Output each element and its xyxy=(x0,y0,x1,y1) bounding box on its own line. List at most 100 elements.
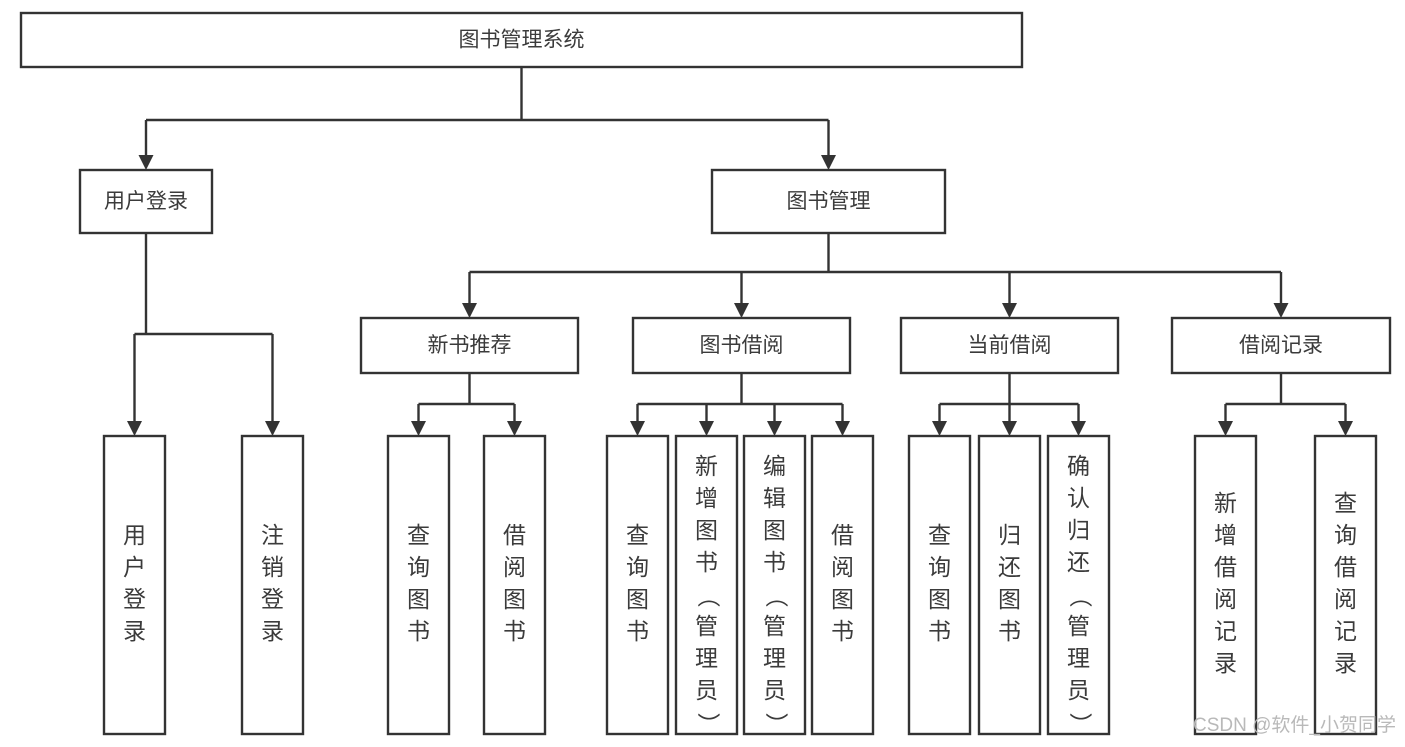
leaf-node-current_borrow-0-char: 询 xyxy=(928,554,951,580)
node-user-login-rect xyxy=(78,168,214,235)
leaf-node-borrow_record-1-rect xyxy=(1313,434,1378,736)
leaf-node-book_borrow-2-char: （ xyxy=(763,585,789,608)
leaf-node-current_borrow-2-char: 认 xyxy=(1067,485,1090,511)
leaf-node-current_borrow-1-char: 还 xyxy=(998,554,1021,580)
leaf-node-book_borrow-1-char: 图 xyxy=(695,517,718,543)
leaf-node-borrow_record-1-char: 阅 xyxy=(1334,586,1357,612)
leaf-node-book_borrow-1-char: 管 xyxy=(695,613,718,639)
leaf-node-book_borrow-1-char: 员 xyxy=(695,677,718,703)
leaf-node-borrow_record-1-char: 询 xyxy=(1334,522,1357,548)
leaf-node-book_borrow-2-char: 图 xyxy=(763,517,786,543)
arrow-head xyxy=(699,421,714,436)
arrow-head xyxy=(138,155,154,170)
leaf-node-current_borrow-1-char: 归 xyxy=(998,522,1021,548)
leaf-node-current_borrow-2-char: 管 xyxy=(1067,613,1090,639)
arrow-head xyxy=(1071,421,1086,436)
leaf-node-new_book_recommend-0-char: 查 xyxy=(407,522,430,548)
leaf-node-user_login-1-char: 注 xyxy=(261,522,284,548)
arrow-head xyxy=(265,421,280,436)
connectors-layer xyxy=(127,67,1353,436)
leaf-node-user_login-0: 用户登录 xyxy=(102,434,167,736)
leaf-node-book_borrow-1-rect xyxy=(674,434,739,736)
leaf-node-book_borrow-0-char: 书 xyxy=(626,618,649,644)
node-book-management: 图书管理 xyxy=(710,168,947,235)
leaf-node-new_book_recommend-1-rect xyxy=(482,434,547,736)
leaf-node-current_borrow-2-char: ） xyxy=(1067,713,1093,736)
leaf-node-book_borrow-2-char: 理 xyxy=(763,645,786,671)
node-l3-book_borrow-label: 图书借阅 xyxy=(700,334,784,357)
leaf-node-current_borrow-0-rect xyxy=(907,434,972,736)
leaf-node-book_borrow-1-char: 书 xyxy=(695,549,718,575)
leaf-node-book_borrow-1-char: （ xyxy=(695,585,721,608)
node-l3-borrow_record: 借阅记录 xyxy=(1170,316,1392,375)
node-book-management-label: 图书管理 xyxy=(787,190,871,213)
leaf-node-new_book_recommend-0-char: 书 xyxy=(407,618,430,644)
leaf-node-new_book_recommend-1-char: 图 xyxy=(503,586,526,612)
node-l3-new_book_recommend-label: 新书推荐 xyxy=(428,334,512,357)
leaf-node-current_borrow-2-rect xyxy=(1046,434,1111,736)
leaf-node-book_borrow-3-char: 图 xyxy=(831,586,854,612)
leaf-node-user_login-0-rect xyxy=(102,434,167,736)
leaf-node-current_borrow-2-char: 理 xyxy=(1067,645,1090,671)
leaf-node-new_book_recommend-0-rect xyxy=(386,434,451,736)
leaf-node-borrow_record-0-char: 阅 xyxy=(1214,586,1237,612)
leaf-node-current_borrow-1-char: 书 xyxy=(998,618,1021,644)
arrow-head xyxy=(127,421,142,436)
leaf-node-user_login-1-char: 录 xyxy=(261,618,284,644)
arrow-head xyxy=(1218,421,1233,436)
leaf-node-book_borrow-0-char: 询 xyxy=(626,554,649,580)
arrow-head xyxy=(507,421,522,436)
leaf-node-current_borrow-2-char: （ xyxy=(1067,585,1093,608)
root-node-book-management-system-rect xyxy=(19,11,1024,69)
leaf-node-current_borrow-0-char: 查 xyxy=(928,522,951,548)
arrow-head xyxy=(932,421,947,436)
node-user-login-label: 用户登录 xyxy=(104,190,188,213)
node-l3-current_borrow: 当前借阅 xyxy=(899,316,1120,375)
node-l3-current_borrow-rect xyxy=(899,316,1120,375)
arrow-head xyxy=(1338,421,1353,436)
node-l3-borrow_record-rect xyxy=(1170,316,1392,375)
node-l3-book_borrow-rect xyxy=(631,316,852,375)
leaf-node-borrow_record-1-char: 查 xyxy=(1334,490,1357,516)
leaf-node-new_book_recommend-0-char: 询 xyxy=(407,554,430,580)
arrow-head xyxy=(734,303,749,318)
leaf-node-book_borrow-2-char: 辑 xyxy=(763,485,786,511)
leaf-node-user_login-1-char: 销 xyxy=(261,554,284,580)
leaf-node-book_borrow-1-char: 增 xyxy=(695,485,718,511)
leaf-node-current_borrow-2-char: 员 xyxy=(1067,677,1090,703)
arrow-head xyxy=(835,421,850,436)
leaf-node-current_borrow-1-char: 图 xyxy=(998,586,1021,612)
leaf-node-borrow_record-0-char: 录 xyxy=(1214,650,1237,676)
leaf-node-book_borrow-3-char: 书 xyxy=(831,618,854,644)
leaf-node-borrow_record-0-char: 借 xyxy=(1214,554,1237,580)
leaf-node-book_borrow-2-char: 书 xyxy=(763,549,786,575)
leaf-node-book_borrow-0-char: 图 xyxy=(626,586,649,612)
leaf-node-book_borrow-2-rect xyxy=(742,434,807,736)
leaf-node-book_borrow-1-char: ） xyxy=(695,713,721,736)
leaf-node-book_borrow-3-char: 借 xyxy=(831,522,854,548)
root-node-book-management-system: 图书管理系统 xyxy=(19,11,1024,69)
node-l3-borrow_record-label: 借阅记录 xyxy=(1239,334,1323,357)
leaf-node-book_borrow-2-char: 编 xyxy=(763,453,786,479)
node-l3-new_book_recommend-rect xyxy=(359,316,580,375)
leaf-node-current_borrow-2-char: 归 xyxy=(1067,517,1090,543)
leaf-node-current_borrow-2-char: 还 xyxy=(1067,549,1090,575)
leaf-node-new_book_recommend-0-char: 图 xyxy=(407,586,430,612)
leaf-node-new_book_recommend-1-char: 书 xyxy=(503,618,526,644)
csdn-watermark: CSDN @软件_小贺同学 xyxy=(1193,714,1396,736)
node-user-login: 用户登录 xyxy=(78,168,214,235)
arrow-head xyxy=(1002,303,1017,318)
leaf-node-user_login-0-char: 户 xyxy=(123,554,146,580)
